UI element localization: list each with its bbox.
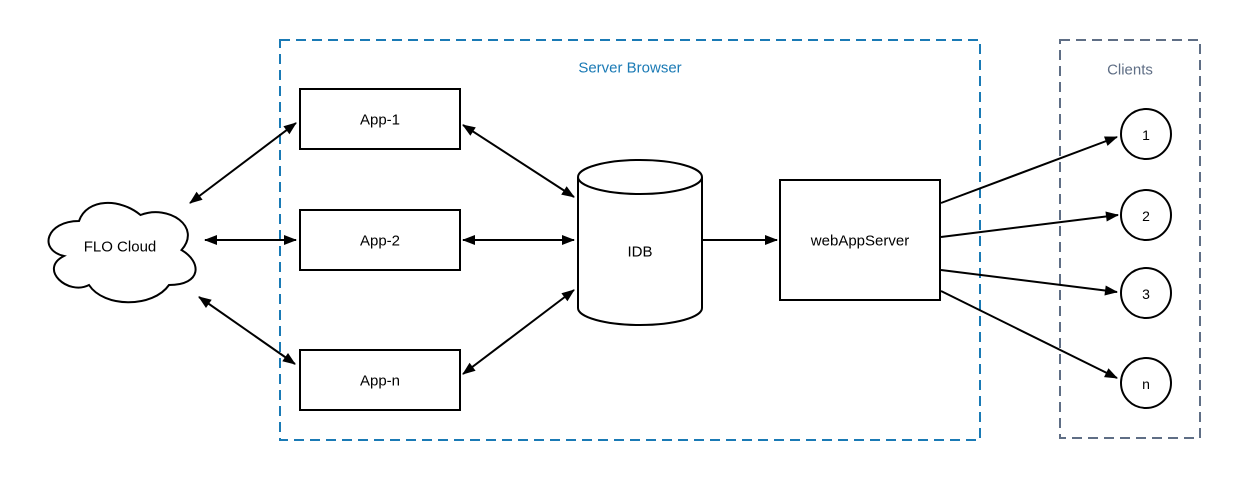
cloud-shape bbox=[47, 202, 197, 304]
client3-label: 3 bbox=[1142, 286, 1150, 302]
app1-node: App-1 bbox=[299, 88, 461, 150]
client2-node: 2 bbox=[1120, 189, 1172, 241]
appn-node: App-n bbox=[299, 349, 461, 411]
idb-label: IDB bbox=[627, 244, 652, 261]
idb-database-node: IDB bbox=[577, 159, 703, 326]
webappserver-label: webAppServer bbox=[810, 233, 909, 250]
edge-webappserver-client1 bbox=[940, 136, 1118, 204]
app1-label: App-1 bbox=[360, 112, 400, 129]
app2-box bbox=[299, 209, 461, 271]
client3-node: 3 bbox=[1120, 267, 1172, 319]
client1-label: 1 bbox=[1142, 127, 1150, 143]
client1-circle bbox=[1120, 108, 1172, 160]
edge-webappserver-clientn bbox=[940, 290, 1118, 379]
clientn-circle bbox=[1120, 357, 1172, 409]
edge-cloud-app1 bbox=[189, 122, 297, 204]
edge-webappserver-client3 bbox=[940, 269, 1118, 296]
appn-box bbox=[299, 349, 461, 411]
clients-label: Clients bbox=[1107, 62, 1153, 79]
edge-app1-idb bbox=[462, 124, 575, 198]
client2-circle bbox=[1120, 189, 1172, 241]
edge-cloud-appn bbox=[198, 296, 296, 365]
app1-box bbox=[299, 88, 461, 150]
cloud-label: FLO Cloud bbox=[84, 239, 157, 256]
cloud-node bbox=[47, 202, 197, 304]
edge-appn-idb bbox=[462, 289, 575, 375]
app2-label: App-2 bbox=[360, 233, 400, 250]
database-cylinder-top bbox=[577, 159, 703, 195]
server-browser-label: Server Browser bbox=[578, 60, 681, 77]
clientn-node: n bbox=[1120, 357, 1172, 409]
database-cylinder-body bbox=[577, 177, 703, 326]
client3-circle bbox=[1120, 267, 1172, 319]
edge-webappserver-client2 bbox=[940, 211, 1119, 238]
webappserver-box bbox=[779, 179, 941, 301]
app2-node: App-2 bbox=[299, 209, 461, 271]
clientn-label: n bbox=[1142, 376, 1150, 392]
client2-label: 2 bbox=[1142, 208, 1150, 224]
client1-node: 1 bbox=[1120, 108, 1172, 160]
webappserver-node: webAppServer bbox=[779, 179, 941, 301]
appn-label: App-n bbox=[360, 373, 400, 390]
clients-container bbox=[1059, 39, 1201, 439]
